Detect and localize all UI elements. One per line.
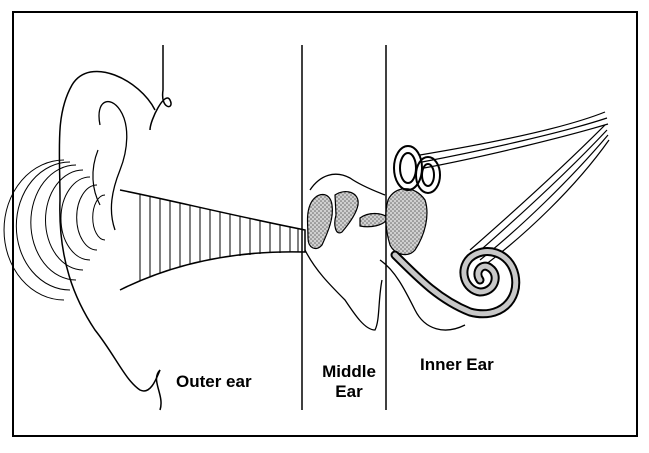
cochlea <box>395 252 516 314</box>
middle-ear-label: Middle Ear <box>313 362 385 402</box>
outer-ear-label: Outer ear <box>176 372 252 392</box>
pinna-outline <box>59 71 160 391</box>
ear-canal <box>120 190 305 290</box>
vestibule <box>386 189 427 255</box>
middle-ear-cavity <box>305 250 382 330</box>
malleus <box>308 194 333 248</box>
ear-canal-rings <box>140 194 298 281</box>
inner-ear-duct <box>380 260 465 330</box>
pinna-antihelix <box>93 150 100 205</box>
head-contour-top <box>150 45 171 130</box>
inner-ear-label: Inner Ear <box>420 355 494 375</box>
incus <box>335 192 358 233</box>
stapes <box>360 214 388 227</box>
pinna-inner-fold <box>99 102 127 230</box>
sound-waves <box>4 160 105 300</box>
auditory-nerve <box>420 112 609 265</box>
